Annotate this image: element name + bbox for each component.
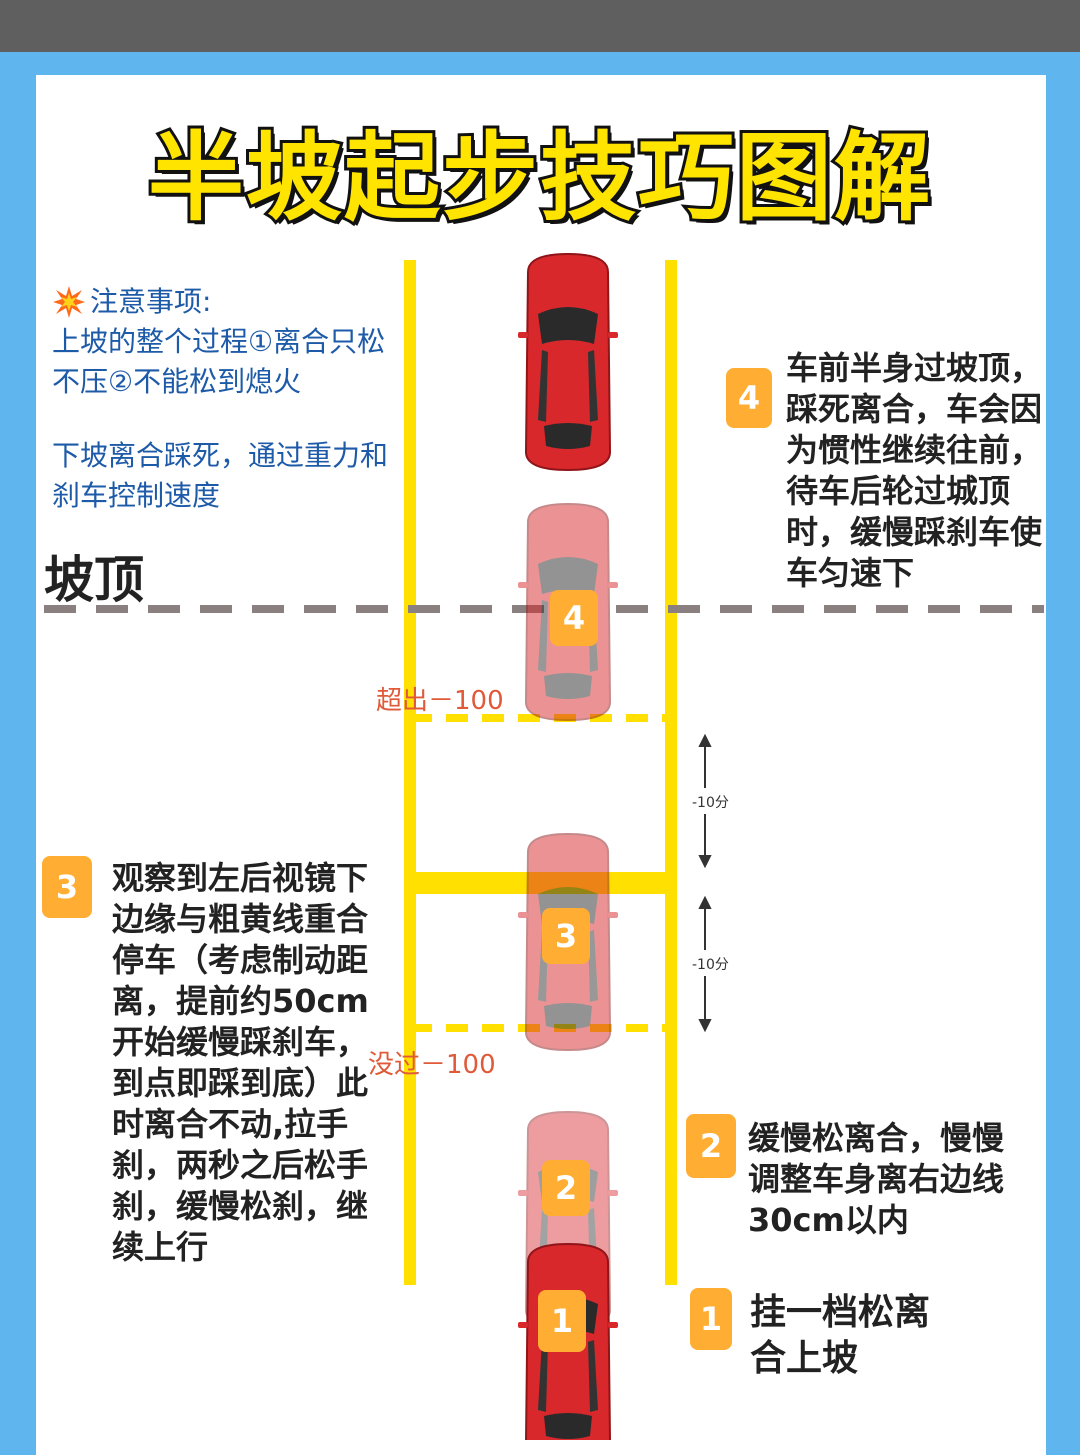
step-badge-3: 3 [42, 856, 92, 918]
top-bar [0, 0, 1080, 52]
step-4-text: 车前半身过坡顶，踩死离合，车会因为惯性继续往前，待车后轮过城顶时，缓慢踩刹车使车… [786, 349, 1043, 592]
range-arrow-upper [698, 733, 712, 869]
penalty-label-upper: -10分 [692, 795, 729, 811]
right-lane-line [665, 260, 677, 1285]
car-badge-3: 3 [542, 908, 590, 964]
notice-line-1: 上坡的整个过程①离合只松不压②不能松到熄火 [52, 325, 386, 398]
car-badge-4: 4 [550, 590, 598, 646]
car-badge-2: 2 [542, 1160, 590, 1216]
car-badge-1: 1 [538, 1290, 586, 1352]
under-limit-label: 没过－100 [368, 1050, 496, 1080]
step-badge-4: 4 [726, 368, 772, 428]
step-2-text: 缓慢松离合，慢慢调整车身离右边线30cm以内 [748, 1119, 1005, 1239]
notice-block: 注意事项: 上坡的整个过程①离合只松不压②不能松到熄火 下坡离合踩死，通过重力和… [52, 282, 412, 516]
over-limit-label: 超出－100 [376, 686, 504, 716]
page-title: 半坡起步技巧图解 [145, 119, 933, 237]
step-1-text: 挂一档松离合上坡 [750, 1292, 931, 1379]
step-3-text: 观察到左后视镜下边缘与粗黄线重合停车（考虑制动距离，提前约50cm开始缓慢踩刹车… [112, 859, 369, 1266]
left-lane-line [404, 260, 416, 1285]
car-top [517, 253, 619, 471]
range-arrow-lower [698, 895, 712, 1033]
penalty-label-lower: -10分 [692, 957, 729, 973]
step-badge-1: 1 [690, 1288, 732, 1350]
step-badge-2: 2 [686, 1114, 736, 1178]
collision-icon [53, 286, 85, 318]
hilltop-label: 坡顶 [44, 551, 144, 609]
notice-line-2: 下坡离合踩死，通过重力和刹车控制速度 [52, 439, 389, 512]
notice-heading: 注意事项: [90, 285, 212, 318]
